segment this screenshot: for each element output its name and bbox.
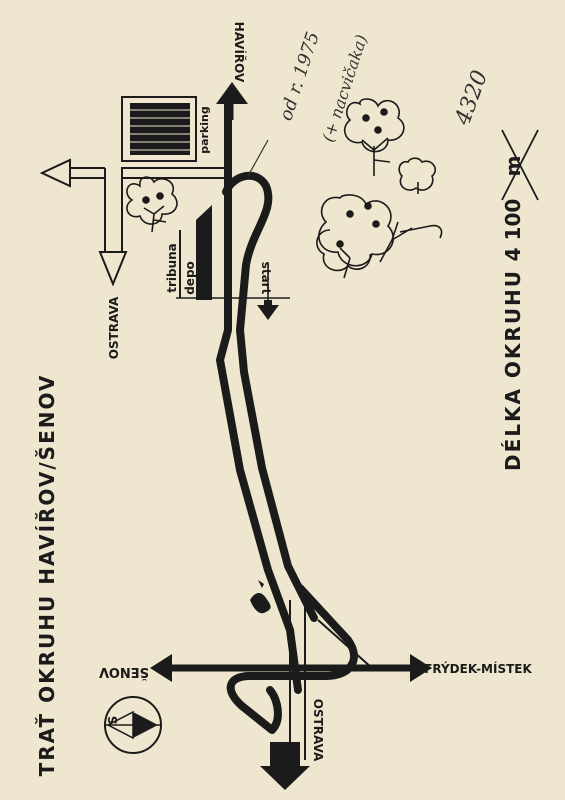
label-tribuna: tribuna xyxy=(165,243,179,293)
compass-icon: S xyxy=(104,696,162,754)
label-parking: parking xyxy=(198,106,211,154)
length-old-value: 4 100 xyxy=(501,199,525,262)
label-senov: ŠENOV xyxy=(99,664,149,680)
label-frydek: FRÝDEK-MÍSTEK xyxy=(424,661,532,676)
length-unit: m xyxy=(501,156,525,177)
tree-icon-mid-right xyxy=(398,157,437,194)
havirov-arrow-icon xyxy=(216,82,248,104)
bird-icon xyxy=(250,580,271,614)
havirov-road xyxy=(216,82,248,120)
length-label: DÉLKA OKRUHU xyxy=(501,269,525,471)
compass-letter: S xyxy=(106,716,120,725)
tree-icon-large-right xyxy=(316,194,443,279)
label-havirov: HAVÍŘOV xyxy=(232,22,247,83)
tree-icon-small-left xyxy=(126,176,178,233)
ostrava-junction-roads xyxy=(70,167,228,252)
tree-icon-top-right xyxy=(344,98,405,176)
east-west-road xyxy=(150,654,432,682)
label-ostrava-bottom: OSTRAVA xyxy=(311,699,325,762)
ostrava-south-arrow-icon xyxy=(260,766,310,790)
length-strikeout xyxy=(501,129,539,201)
frydek-arrow-icon xyxy=(410,654,432,682)
track-length: DÉLKA OKRUHU 4 100 m xyxy=(501,156,525,471)
start-arrow-icon xyxy=(257,305,279,320)
map-title: TRAŤ OKRUHU HAVÍŘOV/ŠENOV xyxy=(35,374,59,777)
label-ostrava-top: OSTRAVA xyxy=(107,296,121,359)
west-arrow-icon xyxy=(39,158,71,188)
grandstand xyxy=(176,205,226,300)
label-start: start xyxy=(259,262,273,295)
ostrava-south-road xyxy=(260,742,310,790)
label-depo: depo xyxy=(183,261,197,295)
ostrava-down-arrow-icon xyxy=(98,251,128,287)
senov-arrow-icon xyxy=(150,654,172,682)
start-line xyxy=(225,262,290,320)
parking-area xyxy=(121,96,197,162)
pencil-stroke xyxy=(247,139,269,177)
